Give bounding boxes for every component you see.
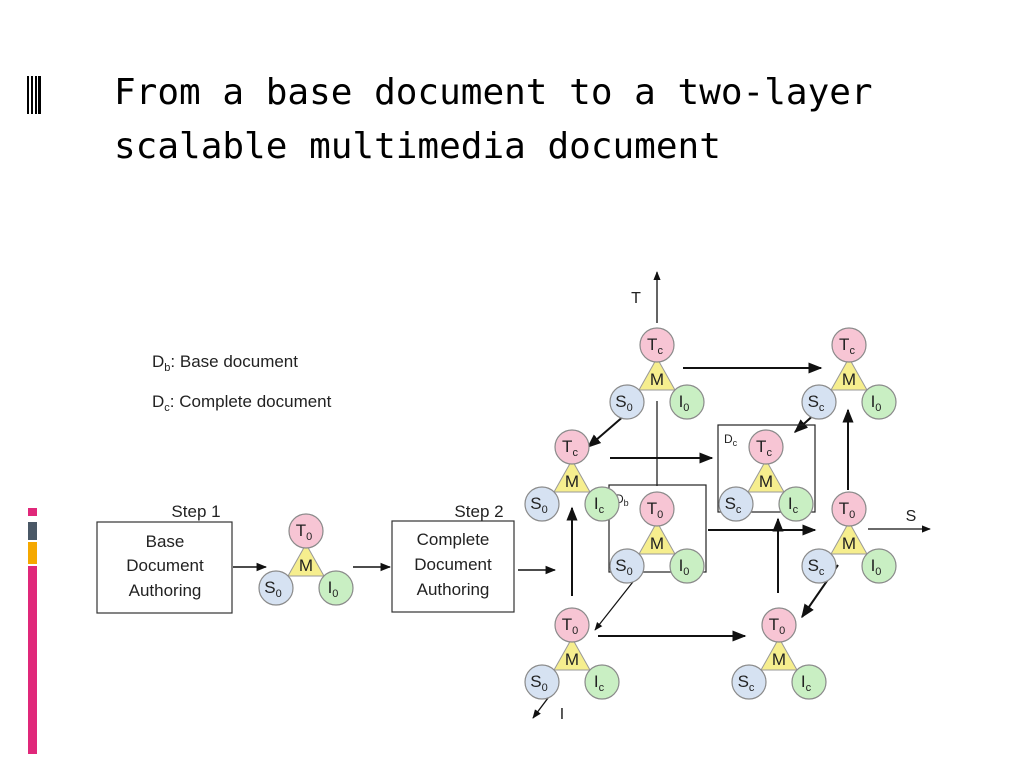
t-axis-label: T	[631, 290, 641, 307]
m-label: M	[650, 370, 664, 389]
slide-title: From a base document to a two-layer scal…	[114, 72, 873, 167]
m-label: M	[842, 370, 856, 389]
s-node	[524, 664, 560, 700]
m-label: M	[299, 556, 313, 575]
m-label: M	[565, 472, 579, 491]
t-node	[761, 607, 797, 643]
i-node	[584, 486, 620, 522]
t-node	[639, 491, 675, 527]
legend-complete: Dc: Complete document	[152, 392, 332, 414]
base-authoring-box	[96, 521, 233, 614]
step2-label: Step 2	[454, 502, 503, 521]
box1-line-3: Authoring	[129, 581, 202, 600]
i-node	[861, 384, 897, 420]
i-label: Ic	[594, 494, 605, 516]
box2-line-3: Authoring	[417, 580, 490, 599]
s-node	[258, 570, 294, 606]
s-node	[801, 548, 837, 584]
accent-gray	[28, 522, 37, 540]
db-frame-label: Db	[615, 492, 629, 508]
accent-pink-long	[28, 566, 37, 754]
i-label: I0	[871, 556, 882, 578]
step1-label: Step 1	[171, 502, 220, 521]
dc-frame-label: Dc	[724, 432, 738, 448]
t-node	[554, 607, 590, 643]
s-node	[524, 486, 560, 522]
i-node	[791, 664, 827, 700]
i-label: I0	[679, 392, 690, 414]
i-axis-label: I	[560, 706, 564, 723]
i-label: I0	[328, 578, 339, 600]
i-label: I0	[679, 556, 690, 578]
m-label: M	[565, 650, 579, 669]
legend-base: Db: Base document	[152, 352, 298, 374]
m-label: M	[772, 650, 786, 669]
accent-pink-top	[28, 508, 37, 516]
m-triangle	[553, 458, 591, 493]
i-node	[861, 548, 897, 584]
box1-line-2: Document	[126, 556, 204, 575]
dc-frame	[717, 424, 816, 513]
accent-bar	[28, 508, 37, 754]
box2-line-1: Complete	[417, 530, 490, 549]
box2-line-2: Document	[414, 555, 492, 574]
s-node	[801, 384, 837, 420]
m-label: M	[759, 472, 773, 491]
m-triangle	[287, 542, 325, 577]
s-node	[718, 486, 754, 522]
title-bullet-icon	[27, 76, 41, 114]
m-triangle	[747, 458, 785, 493]
s-node	[731, 664, 767, 700]
i-node	[669, 548, 705, 584]
m-triangle	[638, 520, 676, 555]
m-triangle	[830, 356, 868, 391]
i-label: Ic	[788, 494, 799, 516]
complete-authoring-box	[391, 520, 515, 613]
legend: Db: Base document Dc: Complete document	[152, 352, 332, 414]
i-node	[669, 384, 705, 420]
m-triangle	[830, 520, 868, 555]
i-node	[584, 664, 620, 700]
s-axis-label: S	[906, 508, 917, 525]
i-label: I0	[871, 392, 882, 414]
i-label: Ic	[594, 672, 605, 694]
m-label: M	[650, 534, 664, 553]
accent-orange	[28, 542, 37, 564]
m-triangle	[553, 636, 591, 671]
t-node	[288, 513, 324, 549]
i-node	[778, 486, 814, 522]
m-label: M	[842, 534, 856, 553]
i-label: Ic	[801, 672, 812, 694]
s-node	[609, 384, 645, 420]
edge-bottom-left-i	[594, 577, 637, 631]
t-node	[554, 429, 590, 465]
db-frame	[608, 484, 707, 573]
t-node	[748, 429, 784, 465]
t-node	[831, 491, 867, 527]
t-node	[831, 327, 867, 363]
t-node	[639, 327, 675, 363]
cube-edges	[566, 362, 854, 642]
m-triangle	[760, 636, 798, 671]
m-triangle	[638, 356, 676, 391]
i-node	[318, 570, 354, 606]
box1-line-1: Base	[146, 532, 185, 551]
s-node	[609, 548, 645, 584]
